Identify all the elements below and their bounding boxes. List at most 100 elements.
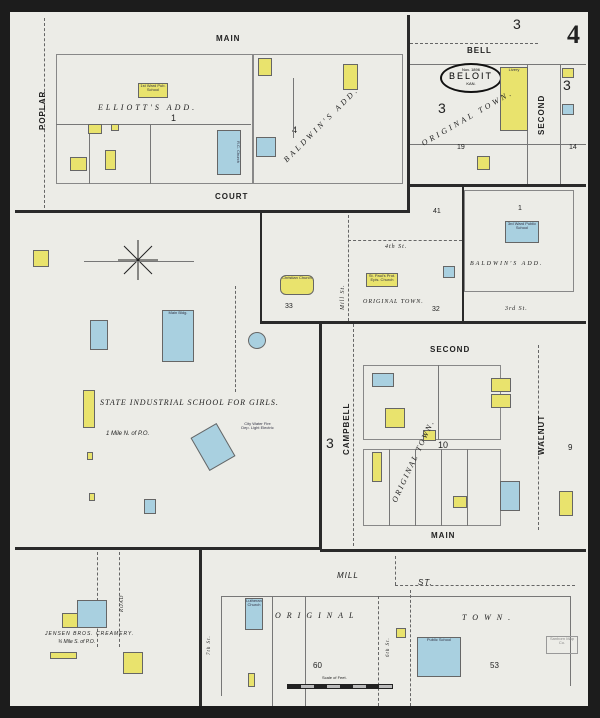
- sheet-number: 4: [567, 20, 580, 49]
- distance-label: 1 Mile N. of P.O.: [106, 431, 150, 437]
- lot-line: [221, 596, 571, 597]
- panel-border: [15, 547, 320, 550]
- panel-border: [260, 213, 262, 323]
- building: [62, 613, 78, 628]
- block-number: 14: [569, 144, 577, 151]
- street-label-3rd: 3rd St.: [505, 306, 528, 312]
- cartouche-date: Nov. 1896: [462, 67, 480, 72]
- building: [87, 452, 93, 460]
- building: [144, 499, 156, 514]
- building: [385, 408, 405, 428]
- property-line: [348, 240, 462, 241]
- lot-line: [570, 596, 571, 686]
- institution-label: STATE INDUSTRIAL SCHOOL FOR GIRLS.: [100, 398, 279, 407]
- block-number: 3: [326, 435, 334, 451]
- property-line: [538, 345, 539, 530]
- lot-line: [272, 596, 273, 706]
- lot-line: [89, 124, 90, 184]
- panel-border: [407, 15, 410, 213]
- building: [343, 64, 358, 90]
- block-number: 3: [513, 16, 521, 32]
- block-number: 1: [518, 205, 522, 212]
- building-main: Main Bldg.: [162, 310, 194, 362]
- building: [443, 266, 455, 278]
- building: [83, 390, 95, 428]
- lot-line: [410, 144, 586, 145]
- lot-line: [150, 124, 151, 184]
- property-line: [395, 585, 575, 586]
- building: [258, 58, 272, 76]
- property-line: [410, 590, 411, 706]
- street-label-road: ROAD: [120, 594, 125, 612]
- street-label-main: MAIN: [216, 34, 241, 43]
- building: [89, 493, 95, 501]
- building: [105, 150, 116, 170]
- title-cartouche: Nov. 1896 BELOIT KAN.: [440, 63, 502, 93]
- building: [491, 378, 511, 392]
- street-label-bell: BELL: [467, 46, 492, 55]
- building-lutheran-church: Lutheran Church: [245, 598, 263, 630]
- building: [50, 652, 77, 659]
- building: [423, 430, 436, 441]
- addition-label: ELLIOTT'S ADD.: [98, 103, 198, 112]
- block-number: 33: [285, 303, 293, 310]
- building: [70, 157, 87, 171]
- property-line: [119, 552, 120, 647]
- panel-border: [199, 549, 202, 706]
- map-sheet: [10, 12, 588, 706]
- north-arrow: [293, 78, 294, 138]
- street-label-second: SECOND: [430, 345, 471, 354]
- building: [248, 673, 255, 687]
- block-number: 3: [438, 100, 446, 116]
- addition-label: ORIGINAL: [275, 611, 360, 620]
- street-label-poplar: POPLAR: [38, 90, 47, 130]
- building: [111, 124, 119, 131]
- cartouche-town: BELOIT: [448, 71, 493, 81]
- street-label-mill: MILL: [337, 571, 359, 580]
- panel-border: [15, 210, 410, 213]
- lot-line: [441, 449, 442, 526]
- block-number: 53: [490, 661, 499, 670]
- cartouche-state: KAN.: [466, 81, 476, 86]
- property-line: [44, 18, 45, 208]
- street-label-main: MAIN: [431, 531, 456, 540]
- block-1: [56, 54, 253, 184]
- lot-line: [415, 449, 416, 526]
- lot-line: [56, 124, 251, 125]
- block-1-baldwin: [464, 190, 574, 292]
- lot-line: [410, 64, 586, 65]
- block-number: 41: [433, 208, 441, 215]
- panel-border: [320, 549, 586, 552]
- street-label-walnut: WALNUT: [537, 414, 546, 455]
- property-line: [353, 324, 354, 546]
- building: [562, 104, 574, 115]
- stamp: Sanborn Map Co.: [546, 636, 578, 654]
- creamery-label: JENSEN BROS. CREAMERY.: [45, 631, 135, 637]
- street-label-7th: 7th St.: [207, 635, 212, 655]
- lot-line: [560, 64, 561, 184]
- panel-border: [462, 187, 464, 323]
- block-10-south: [363, 449, 501, 526]
- property-line: [395, 556, 396, 585]
- street-label-6th: 6th St.: [386, 637, 391, 657]
- scale-label: Scale of Feet.: [322, 675, 347, 680]
- utility-note: City Water Fire Dep. Light Electric: [241, 422, 274, 430]
- building: [500, 481, 520, 511]
- block-number: 19: [457, 144, 465, 151]
- building: [90, 320, 108, 350]
- building: [88, 124, 102, 134]
- water-tank: [248, 332, 266, 349]
- block-number: 9: [568, 443, 573, 452]
- street-label-4th: 4th St.: [385, 244, 408, 250]
- compass-line: [84, 261, 194, 262]
- street-label-second: SECOND: [537, 94, 546, 135]
- addition-label: ORIGINAL TOWN.: [363, 299, 424, 305]
- addition-label: BALDWIN'S ADD.: [470, 261, 544, 267]
- compass-rose-icon: [118, 240, 158, 280]
- building: [396, 628, 406, 638]
- block-4: [253, 54, 403, 184]
- property-line: [235, 286, 236, 392]
- building-rc-church: R.C. Church: [217, 130, 241, 175]
- building: [491, 394, 511, 408]
- panel-border: [260, 321, 586, 324]
